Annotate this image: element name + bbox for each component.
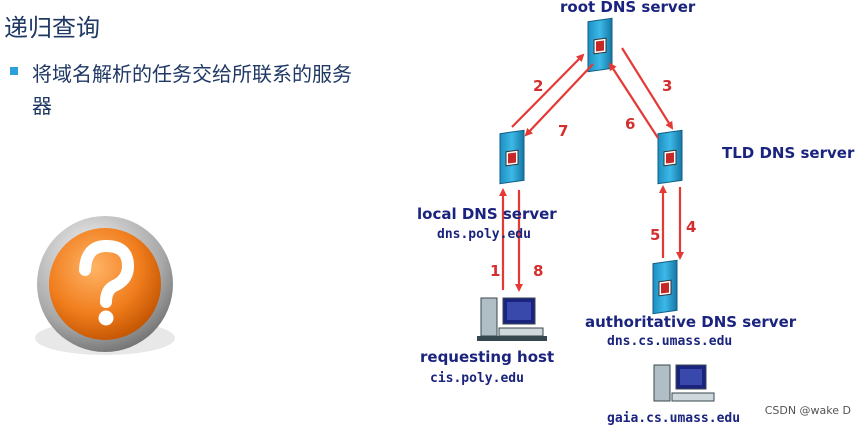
step-label: 2: [533, 77, 544, 95]
authoritative-server-host: dns.cs.umass.edu: [607, 334, 733, 349]
bullet-item: 将域名解析的任务交给所联系的服务器: [10, 58, 370, 122]
target-host-computer-icon: [653, 364, 715, 402]
step-label: 8: [533, 262, 544, 280]
arrow-step-7: [524, 63, 594, 137]
arrow-step-3: [621, 47, 674, 130]
bullet-text: 将域名解析的任务交给所联系的服务器: [32, 62, 352, 118]
step-label: 4: [686, 218, 697, 236]
local-server-label: local DNS server: [417, 205, 557, 223]
requesting-host-label: requesting host: [420, 348, 555, 366]
tld-server-icon: [657, 129, 683, 185]
watermark: CSDN @wake D: [764, 404, 851, 417]
step-label: 1: [490, 262, 501, 280]
root-server-icon: [587, 17, 613, 73]
tld-server-label: TLD DNS server: [722, 144, 855, 162]
bullet-marker: [10, 67, 18, 75]
flow-arrows: [499, 47, 684, 292]
step-label: 6: [625, 115, 636, 133]
target-host-name: gaia.cs.umass.edu: [607, 411, 741, 426]
requesting-host-name: cis.poly.edu: [430, 371, 524, 386]
step-label: 5: [650, 226, 661, 244]
authoritative-server-label: authoritative DNS server: [585, 313, 797, 331]
step-label: 3: [662, 77, 673, 95]
authoritative-server-icon: [652, 259, 678, 315]
arrow-step-2: [511, 53, 585, 128]
question-mark-icon: [35, 216, 175, 355]
arrow-step-6: [608, 62, 659, 139]
local-server-host: dns.poly.edu: [437, 227, 531, 242]
root-server-label: root DNS server: [560, 0, 696, 16]
requesting-host-computer-icon: [477, 297, 547, 341]
step-label: 7: [558, 122, 569, 140]
local-server-icon: [499, 129, 525, 185]
slide-title: 递归查询: [4, 14, 100, 42]
